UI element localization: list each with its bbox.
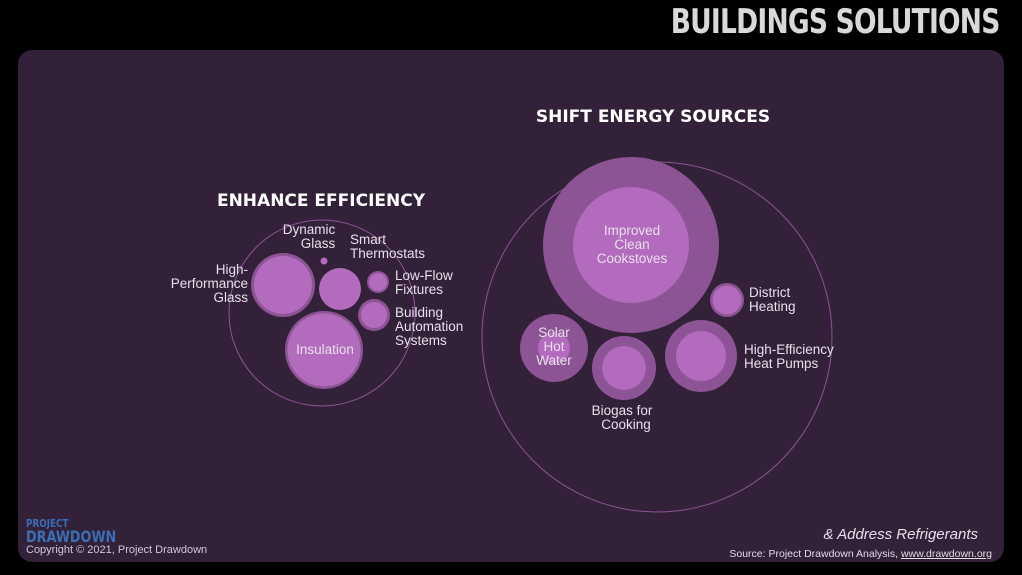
bubble-district-heating	[710, 283, 744, 317]
source-note: Source: Project Drawdown Analysis, www.d…	[729, 548, 992, 560]
bubble-solar-hot-water	[520, 314, 588, 382]
bubble-insulation	[285, 311, 363, 389]
bubble-dynamic-glass	[320, 257, 328, 265]
page-title: BUILDINGS SOLUTIONS	[671, 2, 1001, 42]
address-refrigerants-note: & Address Refrigerants	[823, 526, 978, 543]
bubble-improved-clean-cookstoves	[543, 157, 719, 333]
group-title-shift-energy-sources: SHIFT ENERGY SOURCES	[536, 107, 770, 127]
bubble-biogas-for-cooking	[592, 336, 656, 400]
logo-project: PROJECT	[26, 517, 69, 530]
bubble-low-flow-fixtures	[367, 271, 389, 293]
copyright: Copyright © 2021, Project Drawdown	[26, 544, 208, 556]
label-insulation: Insulation	[296, 342, 354, 357]
source-link[interactable]: www.drawdown.org	[900, 548, 992, 560]
diagram-panel	[18, 50, 1004, 562]
source-prefix: Source: Project Drawdown Analysis,	[729, 548, 901, 560]
group-outline-enhance-efficiency	[228, 219, 416, 407]
bubble-high-performance-glass	[251, 253, 315, 317]
bubble-high-efficiency-heat-pumps	[665, 320, 737, 392]
logo-drawdown: DRAWDOWN	[26, 527, 117, 546]
bubble-building-automation	[358, 299, 390, 331]
bubble-smart-thermostats	[319, 268, 361, 310]
group-title-enhance-efficiency: ENHANCE EFFICIENCY	[217, 191, 426, 211]
